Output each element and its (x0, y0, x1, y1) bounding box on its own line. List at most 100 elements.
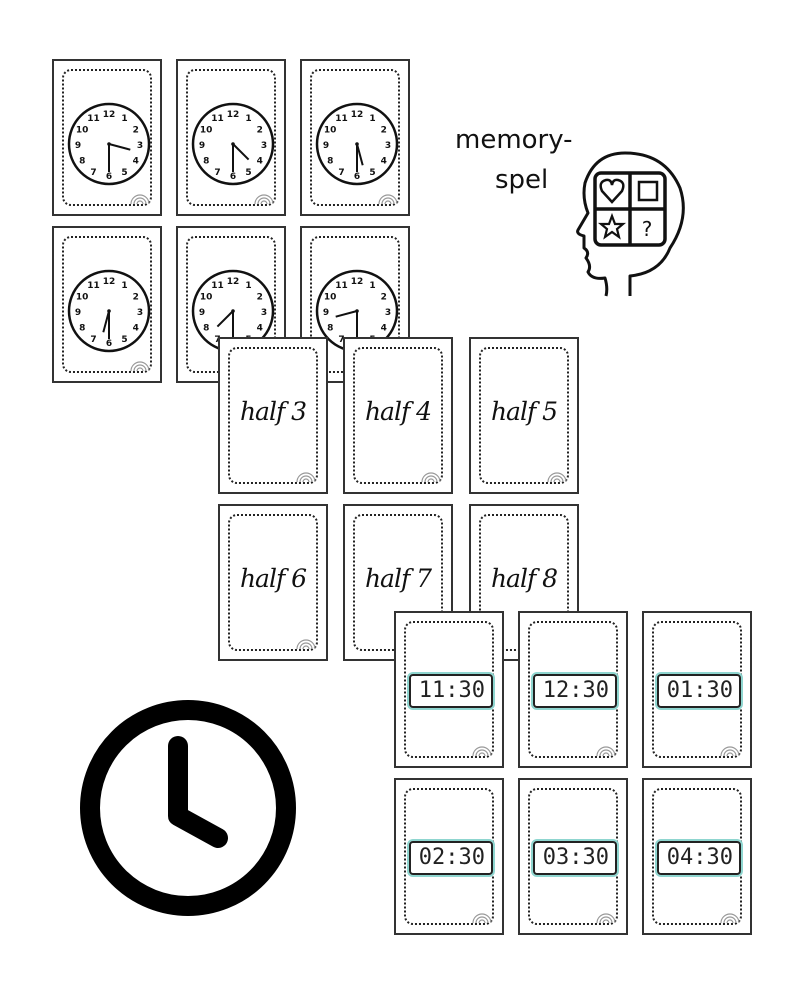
clock-number: 10 (324, 293, 337, 303)
clock-number: 12 (103, 110, 116, 120)
clock-number: 5 (121, 335, 127, 345)
clock-number: 1 (245, 281, 251, 291)
dotted-border (528, 788, 618, 925)
word-card[interactable]: half 5 (469, 337, 579, 494)
clock-number: 1 (369, 114, 375, 124)
hour-hand (335, 310, 358, 318)
hour-hand (102, 310, 110, 333)
dotted-border (479, 347, 569, 484)
clock-number: 9 (75, 141, 81, 151)
clock-number: 12 (227, 110, 240, 120)
clock-number: 1 (245, 114, 251, 124)
clock-number: 7 (214, 168, 220, 178)
clock-number: 4 (257, 324, 263, 334)
clock-number: 4 (257, 157, 263, 167)
dotted-border (404, 788, 494, 925)
clock-number: 12 (351, 277, 364, 287)
clock-number: 6 (354, 172, 360, 182)
clock-number: 11 (87, 281, 100, 291)
clock-number: 7 (90, 168, 96, 178)
clock-number: 6 (106, 339, 112, 349)
clock-number: 1 (121, 281, 127, 291)
word-card[interactable]: half 4 (343, 337, 453, 494)
digital-clock-card[interactable]: 04:30 (642, 778, 752, 935)
clock-number: 5 (121, 168, 127, 178)
word-card-label: half 3 (239, 397, 307, 426)
clock-number: 12 (227, 277, 240, 287)
clock-number: 7 (338, 168, 344, 178)
dotted-border (310, 69, 400, 206)
digital-clock-card[interactable]: 01:30 (642, 611, 752, 768)
rainbow-icon (547, 472, 567, 482)
clock-number: 1 (369, 281, 375, 291)
large-clock-icon (80, 700, 296, 916)
rainbow-icon (720, 746, 740, 756)
clock-number: 4 (381, 324, 387, 334)
clock-number: 2 (257, 126, 263, 136)
dotted-border (62, 236, 152, 373)
rainbow-icon (130, 361, 150, 371)
clock-number: 10 (324, 126, 337, 136)
title-line-1: memory- (455, 125, 573, 155)
clock-number: 8 (203, 157, 209, 167)
dotted-border (186, 69, 276, 206)
rainbow-icon (254, 194, 274, 204)
clock-number: 3 (261, 308, 267, 318)
clock-number: 8 (327, 324, 333, 334)
digital-time-display: 12:30 (533, 674, 617, 708)
title-line-2: spel (495, 165, 549, 195)
clock-number: 11 (87, 114, 100, 124)
rainbow-icon (472, 913, 492, 923)
clock-number: 10 (76, 293, 89, 303)
clock-number: 4 (133, 324, 139, 334)
digital-time-display: 02:30 (409, 841, 493, 875)
rainbow-icon (596, 746, 616, 756)
clock-number: 9 (199, 141, 205, 151)
clock-number: 3 (385, 308, 391, 318)
hour-hand (232, 143, 250, 161)
digital-time-display: 03:30 (533, 841, 617, 875)
clock-number: 7 (338, 335, 344, 345)
clock-number: 10 (76, 126, 89, 136)
rainbow-icon (296, 639, 316, 649)
digital-clock-card[interactable]: 03:30 (518, 778, 628, 935)
dotted-border (353, 347, 443, 484)
digital-clock-card[interactable]: 12:30 (518, 611, 628, 768)
clock-number: 2 (133, 293, 139, 303)
word-card[interactable]: half 3 (218, 337, 328, 494)
dotted-border (228, 347, 318, 484)
rainbow-icon (720, 913, 740, 923)
clock-number: 12 (103, 277, 116, 287)
rainbow-icon (296, 472, 316, 482)
clock-number: 8 (79, 157, 85, 167)
clock-number: 8 (79, 324, 85, 334)
word-card[interactable]: half 6 (218, 504, 328, 661)
clock-number: 8 (203, 324, 209, 334)
clock-number: 11 (211, 114, 224, 124)
clock-number: 3 (137, 141, 143, 151)
clock-number: 2 (133, 126, 139, 136)
word-card-label: half 4 (364, 397, 432, 426)
digital-clock-card[interactable]: 11:30 (394, 611, 504, 768)
word-card-label: half 6 (239, 564, 307, 593)
clock-number: 9 (75, 308, 81, 318)
question-mark-symbol: ? (642, 217, 653, 241)
clock-number: 9 (323, 308, 329, 318)
dotted-border (62, 69, 152, 206)
clock-number: 8 (327, 157, 333, 167)
rainbow-icon (472, 746, 492, 756)
clock-number: 10 (200, 293, 213, 303)
rainbow-icon (130, 194, 150, 204)
digital-clock-card[interactable]: 02:30 (394, 778, 504, 935)
clock-number: 9 (323, 141, 329, 151)
digital-time-display: 04:30 (657, 841, 741, 875)
